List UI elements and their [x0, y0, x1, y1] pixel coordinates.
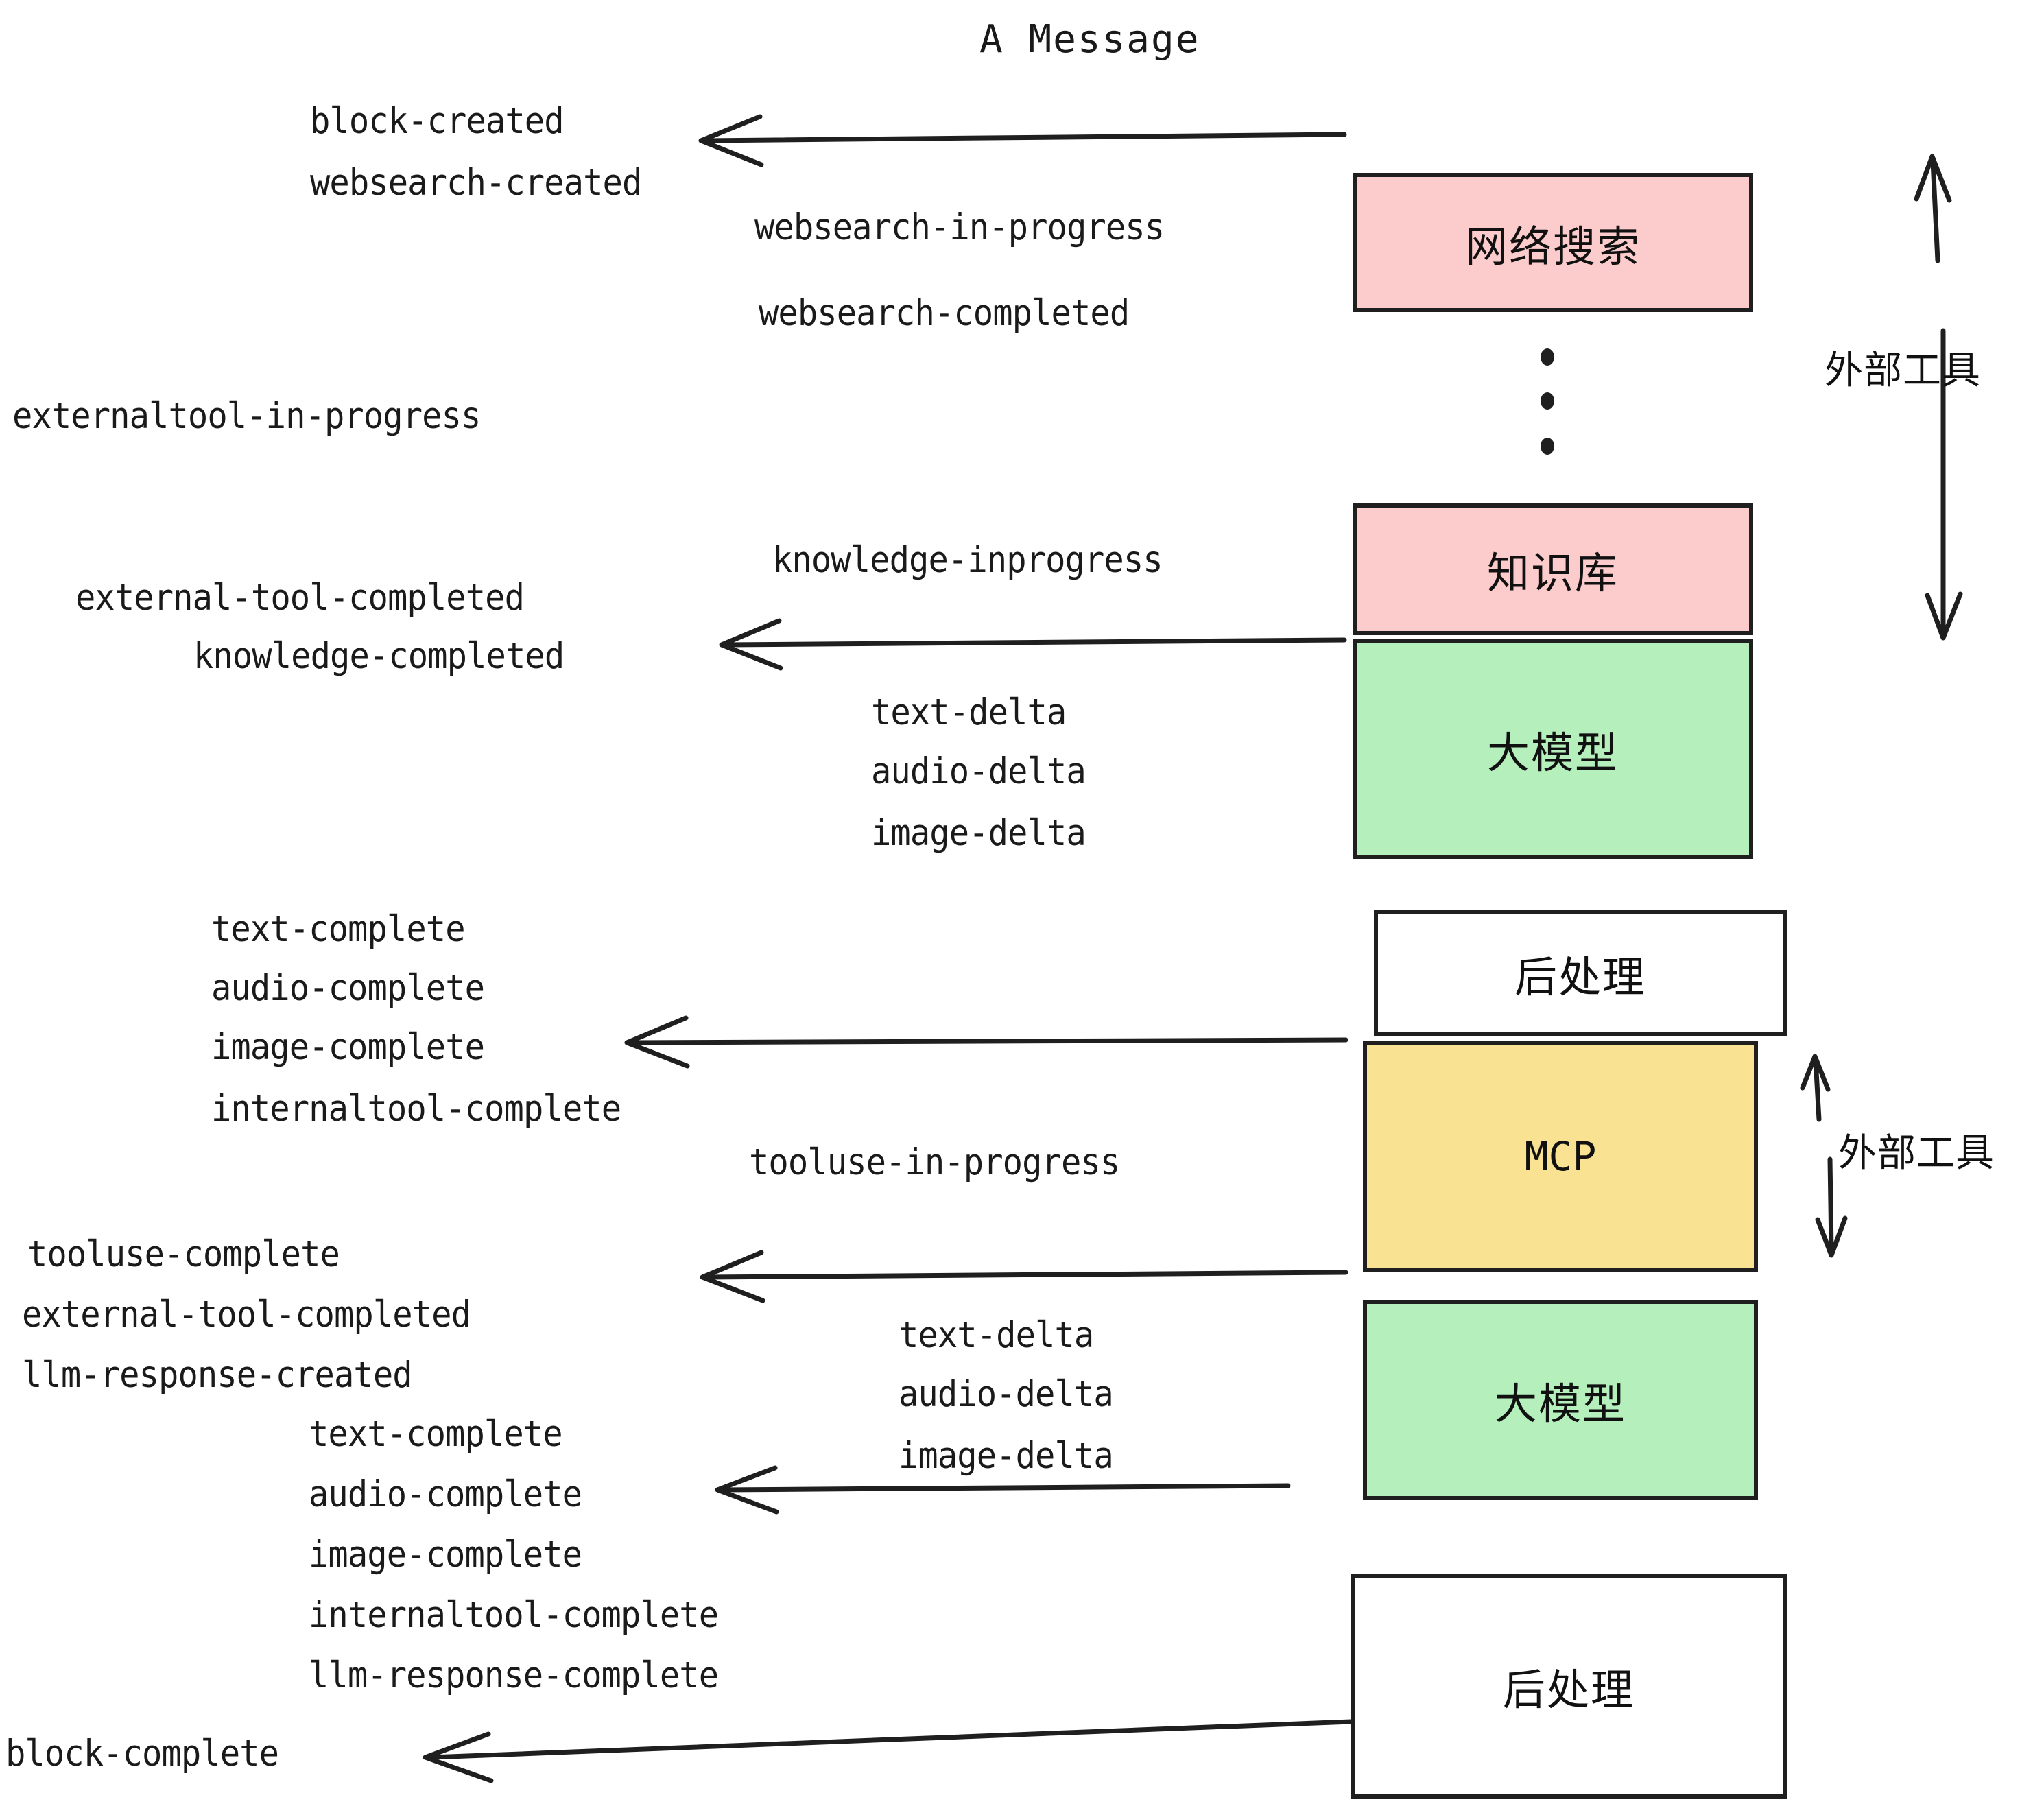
- node-websearch[interactable]: 网络搜索: [1353, 173, 1753, 312]
- event-internaltool-complete-1: internaltool-complete: [211, 1088, 621, 1130]
- arrow-post-bottom-to-block-complete: [423, 1719, 1354, 1783]
- event-websearch-in-progress: websearch-in-progress: [754, 206, 1165, 248]
- event-text-delta-2: text-delta: [899, 1314, 1094, 1356]
- event-text-complete-1: text-complete: [211, 908, 466, 950]
- node-llm-bottom-label: 大模型: [1494, 1379, 1626, 1429]
- event-internaltool-complete-2: internaltool-complete: [309, 1594, 719, 1636]
- arrow-knowledge-to-knowledge-completed: [719, 618, 1347, 671]
- bracket-label-external-tools-top: 外部工具: [1825, 348, 1981, 393]
- event-knowledge-completed: knowledge-completed: [193, 635, 565, 677]
- event-image-delta-2: image-delta: [899, 1435, 1114, 1477]
- ellipsis-dot: [1541, 438, 1554, 455]
- event-text-complete-2: text-complete: [309, 1413, 563, 1455]
- bracket-external-tools-top: [1914, 154, 1963, 641]
- node-llm-top-label: 大模型: [1486, 728, 1619, 778]
- event-audio-delta-2: audio-delta: [899, 1373, 1114, 1415]
- node-llm-top[interactable]: 大模型: [1353, 639, 1753, 859]
- event-block-complete: block-complete: [5, 1733, 279, 1775]
- event-knowledge-inprogress: knowledge-inprogress: [772, 539, 1163, 581]
- event-text-delta-1: text-delta: [871, 691, 1067, 733]
- diagram-title: A Message: [979, 17, 1200, 62]
- event-image-delta-1: image-delta: [871, 812, 1086, 854]
- node-websearch-label: 网络搜索: [1464, 221, 1641, 272]
- node-mcp[interactable]: MCP: [1363, 1041, 1758, 1272]
- node-post-processing-top-label: 后处理: [1514, 951, 1646, 1002]
- event-audio-delta-1: audio-delta: [871, 750, 1086, 792]
- event-image-complete-2: image-complete: [309, 1534, 582, 1576]
- event-external-tool-completed-2: external-tool-completed: [22, 1294, 471, 1336]
- arrow-websearch-to-block-created: [698, 114, 1347, 167]
- event-tooluse-in-progress: tooluse-in-progress: [749, 1141, 1120, 1183]
- event-audio-complete-2: audio-complete: [309, 1473, 582, 1515]
- arrow-post-top-to-image-complete: [624, 1015, 1348, 1069]
- node-knowledge[interactable]: 知识库: [1353, 503, 1753, 635]
- arrow-mcp-to-tooluse-complete: [700, 1250, 1348, 1303]
- event-audio-complete-1: audio-complete: [211, 967, 485, 1009]
- node-mcp-label: MCP: [1524, 1133, 1597, 1180]
- node-post-processing-top[interactable]: 后处理: [1374, 910, 1787, 1036]
- node-llm-bottom[interactable]: 大模型: [1363, 1300, 1758, 1500]
- node-knowledge-label: 知识库: [1486, 548, 1619, 598]
- event-tooluse-complete: tooluse-complete: [27, 1233, 340, 1275]
- bracket-label-external-tools-bottom: 外部工具: [1838, 1131, 1995, 1176]
- node-post-processing-bottom[interactable]: 后处理: [1351, 1574, 1787, 1799]
- ellipsis-dot: [1541, 348, 1554, 366]
- ellipsis-dot: [1541, 392, 1554, 410]
- event-external-tool-completed-1: external-tool-completed: [75, 577, 525, 619]
- event-websearch-completed: websearch-completed: [759, 292, 1130, 334]
- event-llm-response-created: llm-response-created: [22, 1354, 413, 1396]
- node-post-processing-bottom-label: 后处理: [1502, 1665, 1635, 1715]
- event-block-created: block-created: [310, 100, 565, 142]
- event-image-complete-1: image-complete: [211, 1026, 485, 1068]
- event-llm-response-complete: llm-response-complete: [309, 1654, 719, 1696]
- event-websearch-created: websearch-created: [310, 162, 642, 204]
- event-externaltool-in-progress: externaltool-in-progress: [12, 395, 481, 437]
